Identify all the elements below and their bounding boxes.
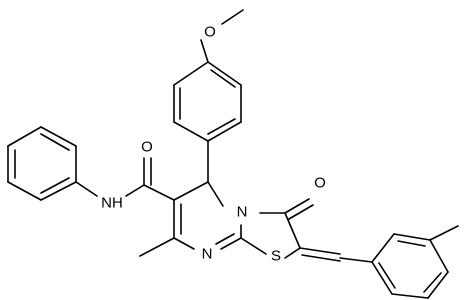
bond-o-aryl [200,39,209,63]
thiazole-ring [240,212,301,259]
methoxyphenyl-ring [173,61,242,142]
atom-labels: O O O NH N N S [101,24,326,265]
pyrimidine-ring [173,181,242,250]
bond-ch-aryl [339,257,373,263]
bond-exo-1 [299,247,341,255]
ring-nitrogen-label: N [237,204,248,221]
bond-methyl-o [221,9,244,25]
amide-nh-label: NH [101,195,123,212]
methoxy-oxygen-label: O [204,24,216,41]
amide-oxygen-label: O [141,139,153,156]
ketone-oxygen-label: O [314,175,326,192]
phenyl-ring [7,126,77,201]
bond-tolyl-methyl [429,225,459,241]
bond-c6-methyl [139,237,175,257]
bond-ketone-1 [284,198,310,214]
tolyl-ring [371,233,449,299]
bond-n-phenyl [75,181,98,197]
bond-amide-n [125,184,145,197]
bond-c-amide [143,184,175,201]
bond-lines [7,9,459,299]
bond-exo-2 [301,254,341,262]
bond-ketone-2 [288,204,314,220]
ring-nitrogen-2-label: N [202,246,213,263]
sulfur-label: S [271,248,281,265]
